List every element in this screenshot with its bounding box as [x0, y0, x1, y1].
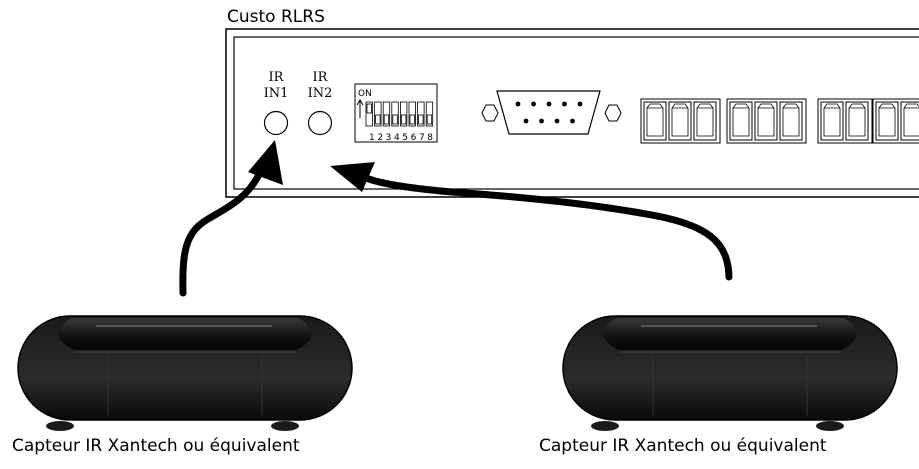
dip-on-label: ON [358, 89, 372, 99]
terminal-cell [820, 101, 844, 141]
terminal-cell [693, 101, 717, 141]
ir-sensor-left-icon [17, 315, 353, 431]
terminal-screw-icon [646, 103, 664, 137]
ir-in2-jack-icon [307, 110, 333, 136]
dip-switch: ON 1 2 3 4 5 6 7 8 [354, 83, 438, 143]
dip-cell [365, 101, 373, 127]
db9-pin [515, 101, 521, 107]
terminal-cell [668, 101, 692, 141]
db9-pin [562, 101, 567, 107]
device-title: Custo RLRS [227, 7, 325, 27]
dip-slider [409, 114, 415, 125]
ir-in1-label-top: IR [269, 70, 285, 85]
db9-shell-icon [496, 90, 601, 135]
terminal-screw-icon [878, 103, 896, 137]
terminal-cell [875, 101, 899, 141]
db9-pins [515, 101, 583, 124]
terminal-cell [779, 101, 803, 141]
dip-slider [426, 114, 433, 125]
dip-slider [375, 114, 381, 125]
db9-pin [546, 101, 552, 107]
terminal-cell [754, 101, 778, 141]
terminal-screw-icon [782, 103, 800, 137]
terminal-cell [900, 101, 919, 141]
dip-slider [392, 114, 398, 125]
db9-pin [554, 118, 560, 124]
db9-pin [539, 118, 544, 124]
db9-pin [570, 118, 575, 124]
dip-slider [400, 114, 407, 125]
dip-arrow-up-icon [356, 99, 364, 118]
cable-right [330, 162, 733, 281]
terminal-screw-icon [671, 103, 689, 137]
ir-sensor-right-icon [562, 315, 898, 431]
db9-connector [481, 90, 622, 135]
dip-numbers: 1 2 3 4 5 6 7 8 [369, 133, 433, 143]
dip-cell [425, 101, 434, 127]
terminal-screw-icon [732, 103, 750, 137]
cable-left [179, 140, 283, 297]
terminal-screw-icon [696, 103, 714, 137]
terminal-cell [729, 101, 753, 141]
arrow-left-icon [248, 140, 283, 185]
ir-in2-port: IR IN2 [307, 70, 333, 136]
ir-in1-label-bottom: IN1 [264, 86, 289, 101]
dip-switch-cells [365, 101, 434, 127]
db9-pin [531, 101, 536, 107]
dip-cell [408, 101, 416, 127]
terminal-cell [643, 101, 667, 141]
dip-slider [383, 114, 390, 125]
dip-cell [374, 101, 382, 127]
terminal-screw-icon [823, 103, 841, 137]
arrow-right-icon [330, 162, 375, 192]
ir-in1-jack-icon [263, 110, 289, 136]
ir-in2-label-top: IR [313, 70, 329, 85]
dip-slider [366, 103, 372, 114]
db9-pin [577, 101, 583, 107]
terminal-screw-icon [848, 103, 866, 137]
dip-slider [418, 114, 424, 125]
ir-in1-port: IR IN1 [263, 70, 289, 136]
terminal-blocks [640, 98, 919, 144]
db9-pin [523, 118, 529, 124]
sensor-left-caption: Capteur IR Xantech ou équivalent [12, 436, 300, 456]
sensor-right-caption: Capteur IR Xantech ou équivalent [539, 436, 827, 456]
ir-in2-label-bottom: IN2 [308, 86, 333, 101]
dip-cell [382, 101, 391, 127]
db9-right-screw-icon [604, 104, 622, 122]
dip-cell [399, 101, 408, 127]
terminal-cell [845, 101, 869, 141]
terminal-screw-icon [757, 103, 775, 137]
db9-left-screw-icon [481, 104, 499, 122]
dip-cell [417, 101, 425, 127]
dip-cell [391, 101, 399, 127]
